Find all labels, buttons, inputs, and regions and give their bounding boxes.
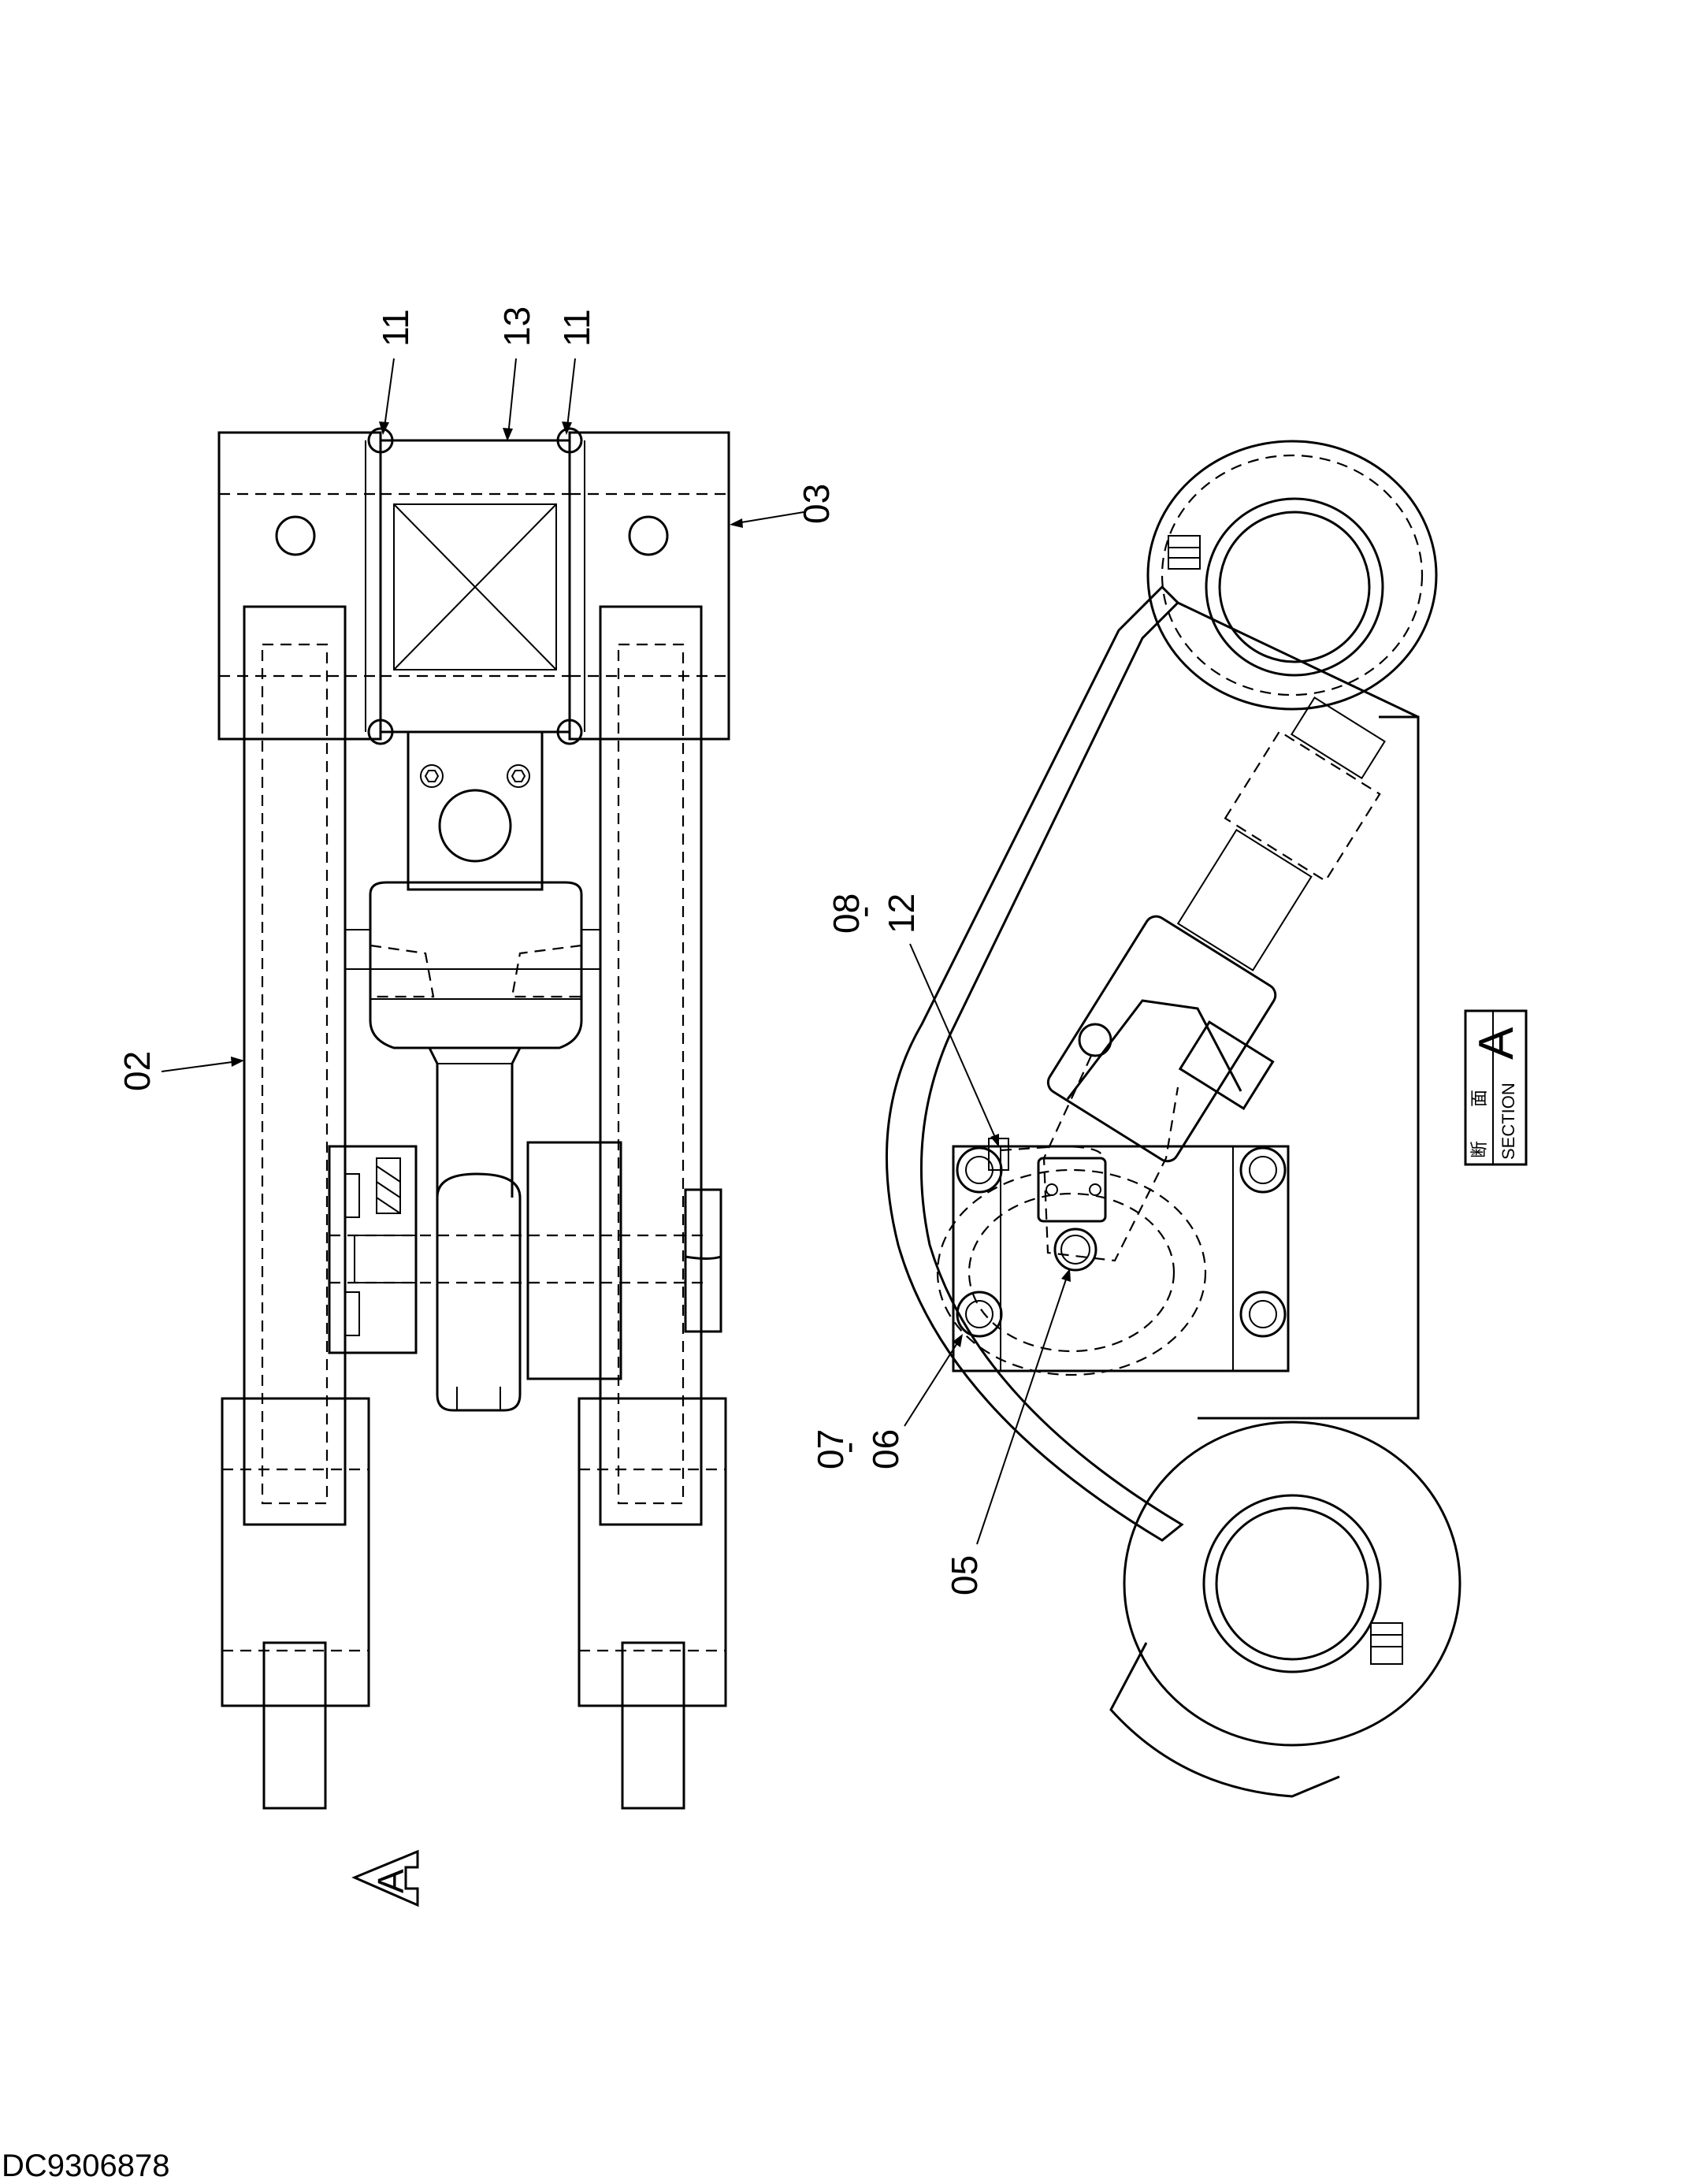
- label-separator-07-06: -: [827, 1442, 868, 1454]
- section-word: SECTION: [1499, 1083, 1518, 1160]
- view-arrow-a: A: [351, 1849, 419, 1907]
- label-13: 13: [496, 306, 537, 347]
- label-07: 07: [810, 1429, 851, 1469]
- label-05: 05: [944, 1555, 985, 1595]
- label-12: 12: [881, 893, 922, 934]
- document-id: DC9306878: [2, 2149, 170, 2183]
- section-kanji-1: 断: [1469, 1141, 1489, 1158]
- leader-lines: [161, 358, 1071, 1545]
- section-letter: A: [1469, 1027, 1524, 1060]
- label-separator-08-12: -: [843, 906, 884, 918]
- label-08: 08: [826, 893, 867, 934]
- label-06: 06: [865, 1429, 906, 1469]
- label-11-left: 11: [375, 309, 416, 347]
- label-02: 02: [117, 1051, 158, 1091]
- section-view: [886, 440, 1461, 1798]
- label-11-right: 11: [556, 309, 597, 347]
- callouts: 11 13 11 03 02 08 - 12 07 - 06 05: [117, 306, 985, 1595]
- plan-view: [217, 427, 730, 1810]
- section-a-box: A 断 面 SECTION: [1464, 1009, 1528, 1166]
- section-kanji-2: 面: [1469, 1090, 1489, 1107]
- label-03: 03: [796, 484, 837, 524]
- view-arrow-letter: A: [370, 1869, 411, 1893]
